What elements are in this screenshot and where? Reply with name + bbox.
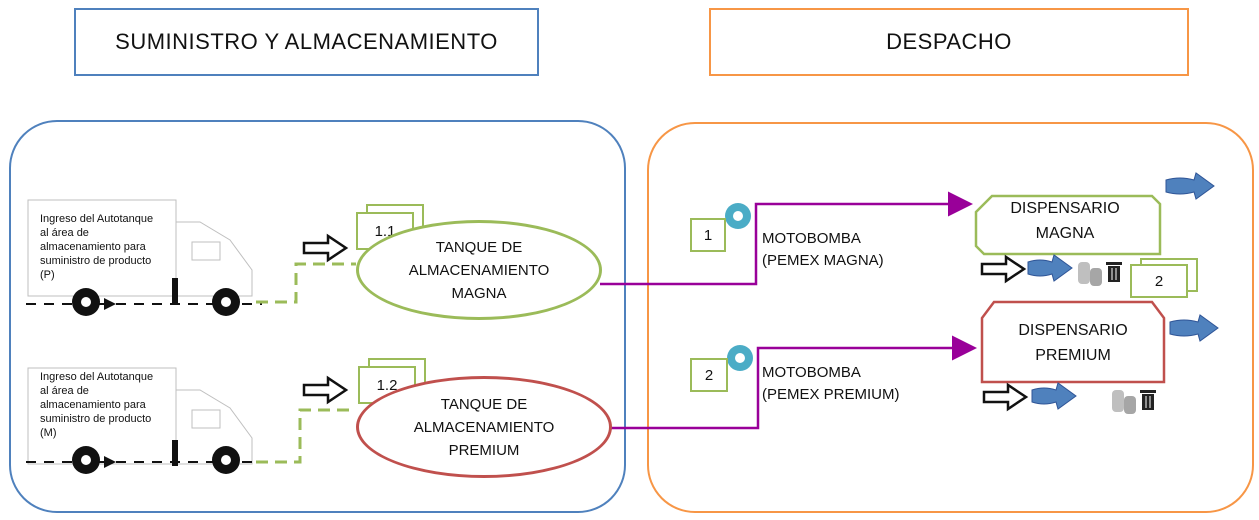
header-supply-label: SUMINISTRO Y ALMACENAMIENTO <box>115 29 498 54</box>
blue-arrow-icon <box>1027 254 1073 282</box>
dispenser-magna-label: DISPENSARIO MAGNA <box>1010 200 1120 242</box>
truck-2-label: Ingreso del Autotanque al área de almace… <box>40 371 154 439</box>
dispenser-number: 2 <box>1130 264 1188 298</box>
pump-1-number: 1 <box>690 218 726 252</box>
tank-premium-label: TANQUE DE ALMACENAMIENTO PREMIUM <box>413 395 555 459</box>
tank-magna: TANQUE DE ALMACENAMIENTO MAGNA <box>356 220 602 320</box>
barrels-icon <box>1078 262 1102 286</box>
valve-icon <box>725 203 751 229</box>
outline-arrow-icon <box>982 382 1029 412</box>
blue-arrow-icon <box>1031 382 1077 410</box>
dispenser-magna-shape <box>974 194 1162 256</box>
pump-2-label: MOTOBOMBA (PEMEX PREMIUM) <box>762 364 900 403</box>
truck-icon <box>26 367 262 474</box>
outline-arrow-icon <box>302 375 349 405</box>
pump-1-label: MOTOBOMBA (PEMEX MAGNA) <box>762 230 884 269</box>
blue-arrow-icon <box>1169 314 1219 342</box>
header-dispatch-label: DESPACHO <box>886 29 1012 54</box>
tank-premium: TANQUE DE ALMACENAMIENTO PREMIUM <box>356 376 612 478</box>
outline-arrow-icon <box>980 254 1027 284</box>
valve-icon <box>727 345 753 371</box>
header-dispatch: DESPACHO <box>709 8 1189 76</box>
outline-arrow-icon <box>302 233 349 263</box>
dispenser-premium-shape <box>980 300 1166 384</box>
trash-can-icon <box>1106 262 1122 282</box>
truck-icon <box>26 199 262 316</box>
pump-2-number: 2 <box>690 358 728 392</box>
blue-arrow-icon <box>1165 172 1215 200</box>
header-supply: SUMINISTRO Y ALMACENAMIENTO <box>74 8 539 76</box>
trash-can-icon <box>1140 390 1156 410</box>
dispenser-premium-label: DISPENSARIO PREMIUM <box>1018 322 1128 364</box>
barrels-icon <box>1112 390 1136 414</box>
tank-magna-label: TANQUE DE ALMACENAMIENTO MAGNA <box>408 238 550 302</box>
truck-1-label: Ingreso del Autotanque al área de almace… <box>40 213 154 281</box>
dispatch-panel <box>647 122 1254 513</box>
supply-panel <box>9 120 626 513</box>
